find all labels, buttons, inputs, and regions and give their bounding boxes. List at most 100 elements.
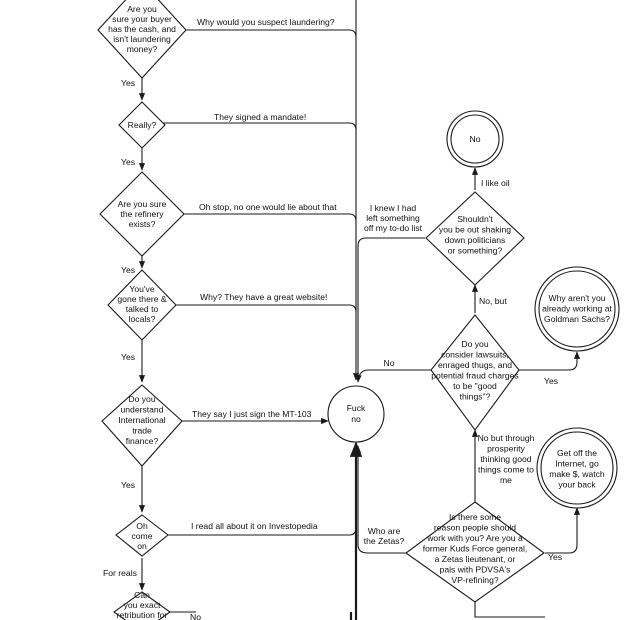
text-line: to be "good bbox=[453, 381, 497, 391]
decision-been-there bbox=[107, 269, 177, 341]
edge-label-yes-goldman: Yes bbox=[544, 376, 558, 386]
text-line: Can bbox=[134, 590, 150, 600]
text-line: understand bbox=[120, 405, 163, 415]
text-line: I read all about it on Investopedia bbox=[191, 521, 318, 531]
terminal-nodes bbox=[327, 110, 620, 509]
decision-nodes bbox=[97, 0, 545, 620]
text-line: make $, watch bbox=[549, 469, 605, 479]
text-line: already working at bbox=[542, 304, 612, 314]
text-line: Yes bbox=[544, 376, 558, 386]
text-line: off my to-do list bbox=[364, 223, 423, 233]
edge-label-great-website: Why? They have a great website! bbox=[200, 292, 327, 302]
node-text-really: Really? bbox=[128, 120, 157, 130]
text-line: Why aren't you bbox=[548, 293, 605, 303]
text-line: Yes bbox=[121, 78, 135, 88]
text-line: left something bbox=[366, 213, 420, 223]
edge-label-for-reals: For reals bbox=[103, 568, 137, 578]
text-line: Goldman Sachs? bbox=[544, 314, 610, 324]
text-line: me bbox=[500, 475, 512, 485]
decision-refinery-exists bbox=[99, 171, 185, 257]
text-line: former Kuds Force general, bbox=[423, 544, 528, 554]
text-line: They say I just sign the MT-103 bbox=[192, 409, 312, 419]
decision-lawsuits bbox=[430, 314, 520, 431]
text-line: sure your buyer bbox=[112, 14, 172, 24]
text-line: No bbox=[470, 134, 481, 144]
text-line: No but through bbox=[478, 433, 535, 443]
edge-label-no-one-lie: Oh stop, no one would lie about that bbox=[199, 202, 337, 212]
terminal-goldman-outer bbox=[538, 270, 616, 348]
text-line: For reals bbox=[103, 568, 137, 578]
connector bbox=[176, 29, 357, 38]
text-line: prosperity bbox=[487, 444, 525, 454]
decision-oh-come-on bbox=[115, 514, 169, 557]
text-line: Shouldn't bbox=[457, 214, 493, 224]
text-line: You've bbox=[129, 284, 154, 294]
edge-label-yes-reason: Yes bbox=[548, 552, 562, 562]
decision-understand-finance bbox=[101, 384, 183, 467]
text-line: Do you bbox=[128, 394, 155, 404]
edge-label-no-but: No, but bbox=[479, 296, 507, 306]
text-line: Yes bbox=[121, 352, 135, 362]
text-line: Yes bbox=[121, 265, 135, 275]
connector bbox=[163, 122, 357, 131]
terminal-no bbox=[446, 110, 504, 168]
edge-label-laundering: Why would you suspect laundering? bbox=[197, 17, 335, 27]
text-line: I knew I had bbox=[370, 203, 417, 213]
connector bbox=[357, 237, 425, 380]
text-line: enraged thugs, and bbox=[438, 360, 512, 370]
text-line: Is there some bbox=[449, 512, 501, 522]
text-line: things come to bbox=[478, 465, 534, 475]
text-line: no bbox=[351, 414, 361, 424]
text-line: Are you sure bbox=[118, 199, 167, 209]
text-line: trade bbox=[132, 426, 152, 436]
decision-buyer-cash bbox=[97, 0, 187, 79]
edge-label-yes-3: Yes bbox=[121, 265, 135, 275]
text-line: Are you bbox=[127, 4, 157, 14]
terminal-get-off bbox=[536, 427, 618, 509]
text-line: talked to bbox=[126, 304, 159, 314]
text-line: on bbox=[137, 541, 147, 551]
terminal-fuck-no bbox=[327, 385, 385, 443]
text-line: reason people should bbox=[434, 523, 516, 533]
text-line: or something? bbox=[448, 246, 503, 256]
text-line: No bbox=[190, 612, 201, 620]
text-line: pals with PDVSA's bbox=[440, 565, 511, 575]
node-text-no-end: No bbox=[470, 134, 481, 144]
terminal-goldman bbox=[534, 266, 620, 352]
terminal-no-outer bbox=[450, 114, 500, 164]
text-line: Yes bbox=[121, 157, 135, 167]
text-line: isn't laundering bbox=[113, 34, 171, 44]
text-line: the refinery bbox=[121, 209, 165, 219]
text-line: exists? bbox=[129, 219, 156, 229]
text-line: Oh bbox=[136, 521, 148, 531]
text-line: come bbox=[131, 531, 152, 541]
text-line: money? bbox=[127, 44, 158, 54]
decision-shaking-down bbox=[425, 191, 525, 286]
text-line: things"? bbox=[460, 392, 491, 402]
text-line: a Zetas lieutenant, or bbox=[435, 554, 516, 564]
text-line: you be out shaking bbox=[439, 225, 511, 235]
text-line: down politicians bbox=[445, 235, 506, 245]
text-line: thinking good bbox=[480, 454, 531, 464]
text-line: International bbox=[118, 415, 165, 425]
text-line: VP-refining? bbox=[451, 575, 499, 585]
text-line: Yes bbox=[121, 480, 135, 490]
text-line: retribution for bbox=[117, 610, 168, 620]
edge-label-mandate: They signed a mandate! bbox=[214, 112, 306, 122]
edge-label-mt103: They say I just sign the MT-103 bbox=[192, 409, 312, 419]
edge-label-yes-1: Yes bbox=[121, 78, 135, 88]
text-line: locals? bbox=[129, 314, 156, 324]
edge-labels: Why would you suspect laundering? Yes Th… bbox=[103, 17, 562, 620]
text-line: has the cash, and bbox=[108, 24, 176, 34]
text-line: gone there & bbox=[117, 294, 166, 304]
